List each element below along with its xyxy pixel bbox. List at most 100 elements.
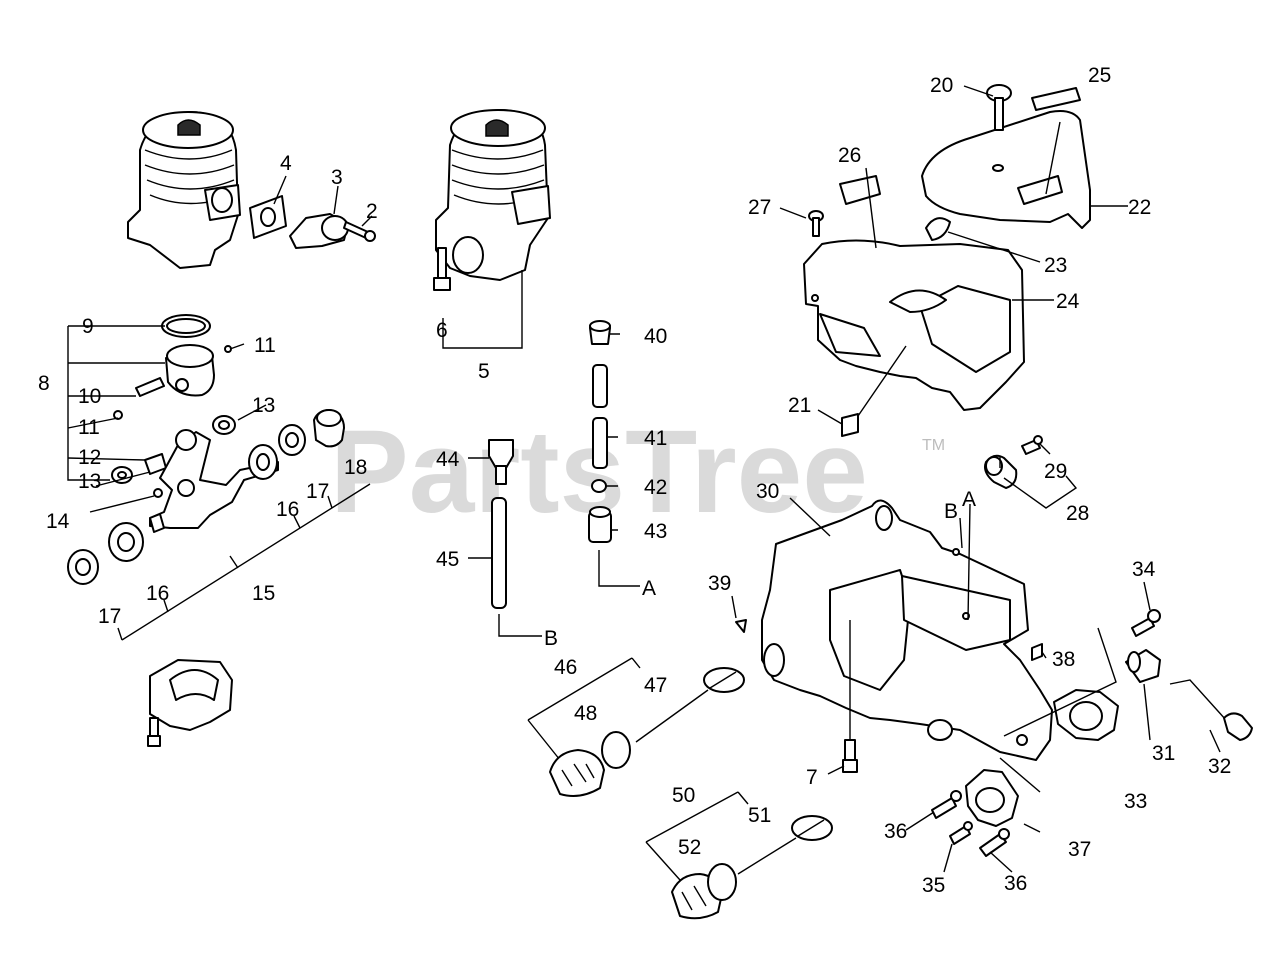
stud-6[interactable] [433, 247, 451, 291]
label-24: 24 [1056, 290, 1080, 313]
washer-13b[interactable] [212, 415, 236, 435]
screw-20[interactable] [986, 84, 1012, 131]
cap-strap-47[interactable] [635, 667, 745, 743]
part-labels: 2 3 4 5 6 7 8 9 10 11 11 12 13 13 14 15 … [38, 64, 1231, 897]
leader-B1 [498, 614, 542, 637]
crankshaft-15[interactable] [149, 429, 279, 533]
label-11a: 11 [254, 334, 276, 357]
seal-17b[interactable] [278, 424, 306, 456]
label-17a: 17 [98, 605, 121, 628]
bracket-33 [1003, 627, 1117, 737]
seal-17a[interactable] [67, 549, 99, 585]
piston-ring-9[interactable] [161, 314, 211, 338]
label-45: 45 [436, 548, 459, 571]
watermark-trademark: TM [922, 437, 945, 454]
label-13b: 13 [78, 470, 101, 493]
screw-36a[interactable] [931, 790, 962, 819]
washer-13a[interactable] [111, 466, 133, 484]
screw-2[interactable] [343, 221, 376, 242]
screw-7[interactable] [842, 739, 858, 773]
oring-52[interactable] [707, 863, 737, 901]
bearing-16a[interactable] [108, 522, 144, 562]
label-51: 51 [748, 804, 771, 827]
plug-23[interactable] [925, 217, 951, 241]
label-4: 4 [280, 152, 292, 175]
label-16b: 16 [276, 498, 299, 521]
decal-21[interactable] [841, 413, 859, 437]
decal-38[interactable] [1031, 643, 1043, 661]
crankcase-30[interactable] [761, 499, 1053, 761]
valve-37[interactable] [965, 769, 1019, 827]
grommet-40[interactable] [589, 320, 611, 345]
decal-26[interactable] [839, 175, 881, 205]
label-31: 31 [1152, 742, 1175, 765]
intake-flange-3[interactable] [289, 213, 349, 249]
label-27: 27 [748, 196, 771, 219]
cylinder-cover-24[interactable] [803, 239, 1025, 411]
oring-48[interactable] [601, 731, 631, 769]
rubber-mount-28[interactable] [984, 454, 1018, 489]
bearing-16b[interactable] [248, 444, 278, 480]
label-ref-A2: A [962, 488, 976, 511]
choke-rod-32[interactable] [1169, 679, 1253, 741]
label-25: 25 [1088, 64, 1111, 87]
top-cover-22[interactable] [921, 110, 1091, 229]
label-16a: 16 [146, 582, 169, 605]
screw-39[interactable] [735, 619, 747, 633]
bracket-18 [117, 483, 371, 641]
label-36b: 36 [1004, 872, 1027, 895]
label-37: 37 [1068, 838, 1091, 861]
piston-pin-10[interactable] [135, 377, 165, 397]
bushing-31[interactable] [1125, 649, 1161, 683]
label-11b: 11 [78, 416, 100, 439]
screw-27[interactable] [808, 210, 824, 237]
crank-half-bottom[interactable] [147, 659, 233, 747]
filter-44[interactable] [488, 439, 514, 485]
label-48: 48 [574, 702, 597, 725]
label-6: 6 [436, 319, 448, 342]
bracket-46 [527, 657, 641, 761]
label-2: 2 [366, 200, 378, 223]
label-44: 44 [436, 448, 460, 471]
label-5: 5 [478, 360, 490, 383]
label-35: 35 [922, 874, 945, 897]
screw-29[interactable] [1021, 435, 1043, 455]
screw-34[interactable] [1131, 609, 1161, 637]
label-12: 12 [78, 446, 101, 469]
bracket-50 [645, 791, 749, 881]
label-52: 52 [678, 836, 701, 859]
piston-8[interactable] [165, 344, 215, 397]
sleeve-43[interactable] [588, 506, 612, 543]
hose-45[interactable] [491, 497, 507, 609]
cylinder-left[interactable] [127, 111, 241, 269]
label-46: 46 [554, 656, 577, 679]
label-29: 29 [1044, 460, 1067, 483]
cap-strap-51[interactable] [737, 815, 833, 875]
circlip-11b[interactable] [113, 410, 123, 420]
label-20: 20 [930, 74, 953, 97]
leader-A1 [598, 550, 640, 587]
label-39: 39 [708, 572, 731, 595]
label-3: 3 [331, 166, 343, 189]
oring-42[interactable] [591, 479, 607, 493]
label-47: 47 [644, 674, 667, 697]
screw-35[interactable] [949, 821, 973, 845]
tube-41a[interactable] [592, 364, 608, 408]
screw-36b[interactable] [979, 828, 1010, 857]
intake-manifold-33[interactable] [1053, 689, 1119, 741]
cap-46[interactable] [549, 749, 605, 797]
label-40: 40 [644, 325, 667, 348]
decal-25[interactable] [1031, 87, 1081, 111]
cylinder-assembly-5[interactable] [435, 109, 551, 281]
sleeve-18[interactable] [313, 409, 345, 448]
label-9: 9 [82, 315, 94, 338]
label-22: 22 [1128, 196, 1151, 219]
key-14[interactable] [153, 488, 163, 498]
leader-lines [89, 85, 1221, 873]
gasket-4[interactable] [249, 195, 287, 239]
tube-41b[interactable] [592, 417, 608, 469]
label-23: 23 [1044, 254, 1067, 277]
label-7: 7 [806, 766, 818, 789]
label-28: 28 [1066, 502, 1089, 525]
